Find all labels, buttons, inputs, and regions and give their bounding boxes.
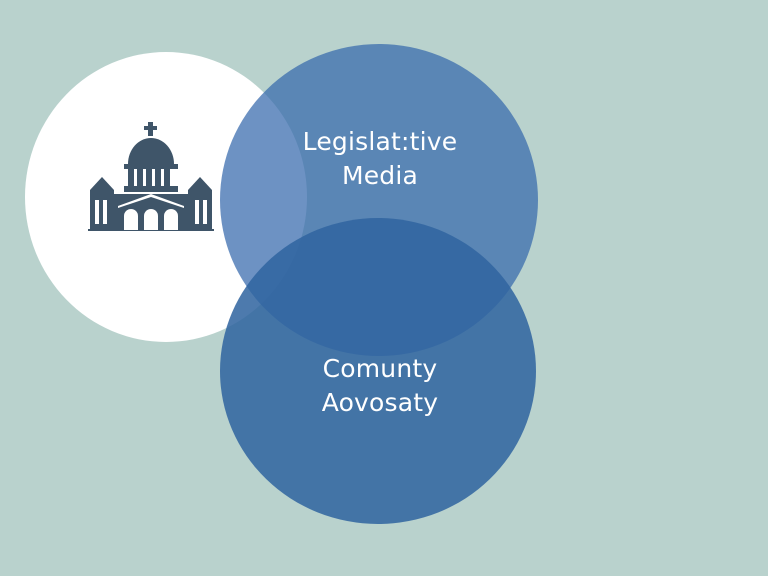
community-advocacy-label-line-2: Aovosaty: [321, 388, 439, 417]
community-advocacy-circle: [220, 218, 536, 524]
capitol-building-icon: [88, 122, 214, 231]
legislative-media-label: Legislat:tive Media: [280, 125, 480, 193]
community-advocacy-label-line-1: Comunty: [322, 354, 438, 383]
community-advocacy-label: Comunty Aovosaty: [280, 352, 480, 420]
legislative-media-label-line-1: Legislat:tive: [302, 127, 458, 156]
legislative-media-label-line-2: Media: [341, 161, 419, 190]
